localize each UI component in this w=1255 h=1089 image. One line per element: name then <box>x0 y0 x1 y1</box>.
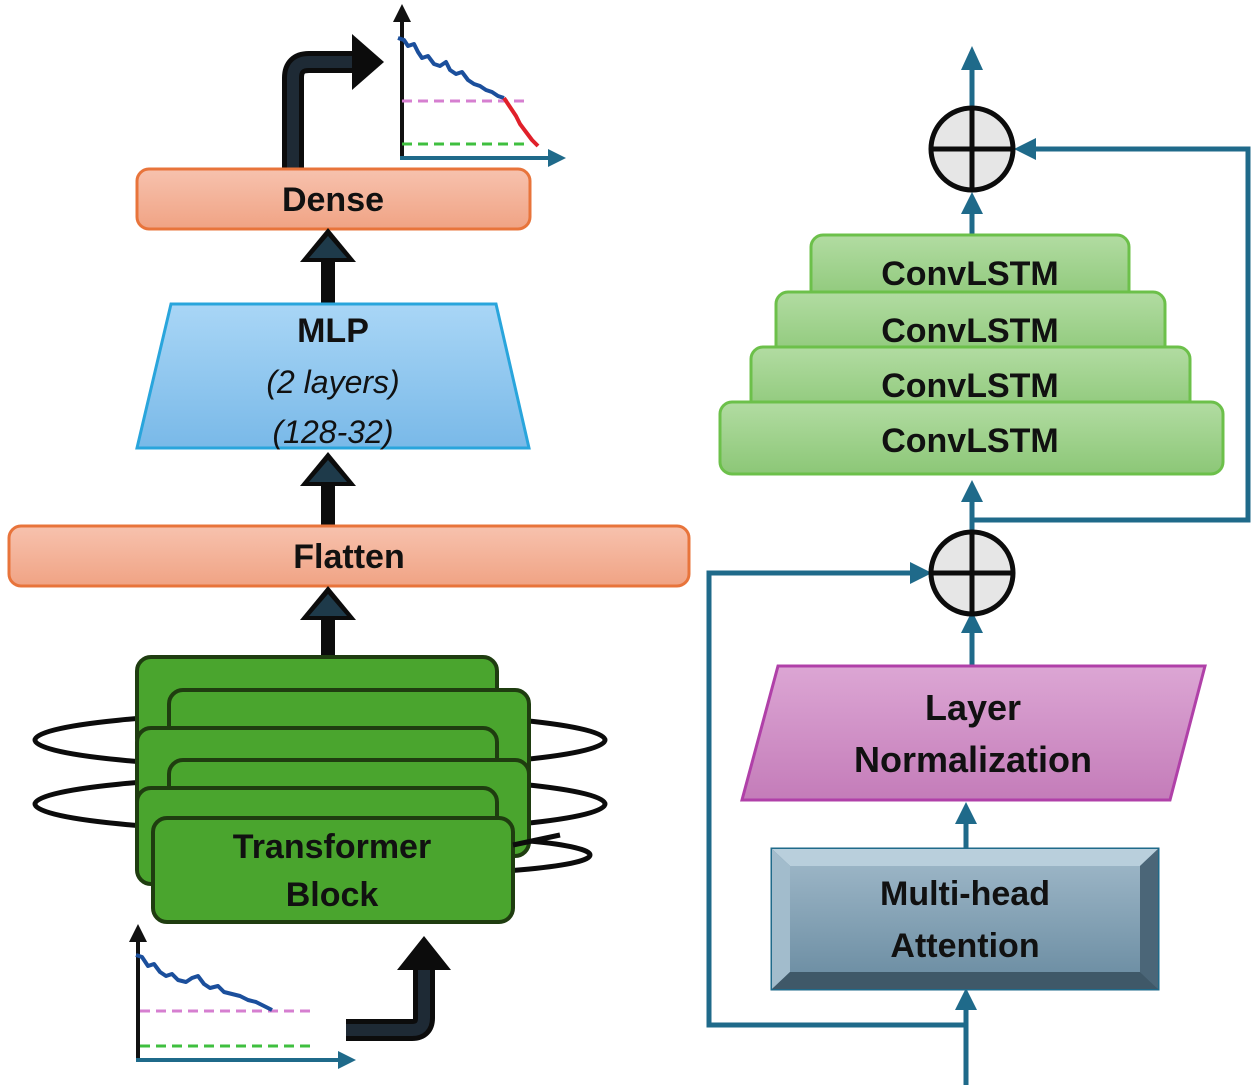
output-loss-plot <box>393 4 566 167</box>
mlp-layers-note: (2 layers) <box>266 364 399 400</box>
residual-skip-convlstm <box>972 146 1251 523</box>
convlstm-stack: ConvLSTM ConvLSTM ConvLSTM ConvLSTM <box>718 233 1225 476</box>
convlstm-label: ConvLSTM <box>881 312 1059 350</box>
convlstm-label: ConvLSTM <box>881 255 1059 293</box>
input-bent-arrow <box>346 936 451 1041</box>
convlstm-layer <box>718 400 1225 476</box>
multi-head-attention-block: Multi-head Attention <box>770 847 1160 991</box>
mlp-block: MLP (2 layers) (128-32) <box>135 302 531 450</box>
convlstm-label: ConvLSTM <box>881 367 1059 405</box>
mlp-title: MLP <box>297 312 369 350</box>
output-plot-x-axis <box>400 149 566 167</box>
output-plot-history-curve <box>397 36 505 100</box>
layer-norm-label-line2: Normalization <box>854 739 1092 780</box>
arrow-mlp-to-dense <box>300 228 356 304</box>
input-plot-y-axis <box>129 924 147 1062</box>
output-plot-forecast-curve <box>502 96 540 148</box>
flatten-layer: Flatten <box>7 524 691 588</box>
convlstm-label: ConvLSTM <box>881 422 1059 460</box>
attention-label-line1: Multi-head <box>880 875 1050 913</box>
transformer-label-line1: Transformer <box>233 828 431 866</box>
arrow-flatten-to-mlp <box>300 452 356 528</box>
input-history-plot <box>129 924 356 1069</box>
flatten-label: Flatten <box>293 538 404 576</box>
layer-normalization-block: Layer Normalization <box>740 664 1207 802</box>
residual-skip-attention <box>706 570 966 1028</box>
transformer-block-stack: Transformer Block <box>135 655 531 924</box>
residual-add-upper <box>928 105 1016 193</box>
input-plot-x-axis <box>136 1051 356 1069</box>
mlp-sizes-note: (128-32) <box>273 414 394 450</box>
dense-label: Dense <box>282 181 384 219</box>
output-plot-y-axis <box>393 4 411 160</box>
dense-layer: Dense <box>135 167 532 231</box>
transformer-block-front <box>151 816 515 924</box>
output-bent-arrow <box>282 34 384 172</box>
teal-arrowheads <box>910 46 1036 1010</box>
attention-label-line2: Attention <box>890 927 1039 965</box>
layer-norm-label-line1: Layer <box>925 687 1021 728</box>
arrow-transformer-to-flatten <box>300 586 356 660</box>
transformer-label-line2: Block <box>286 876 379 914</box>
residual-add-lower <box>928 529 1016 617</box>
teal-connectors <box>706 68 1251 1085</box>
input-plot-history-curve <box>135 953 273 1012</box>
loop-front-segment <box>512 832 561 848</box>
